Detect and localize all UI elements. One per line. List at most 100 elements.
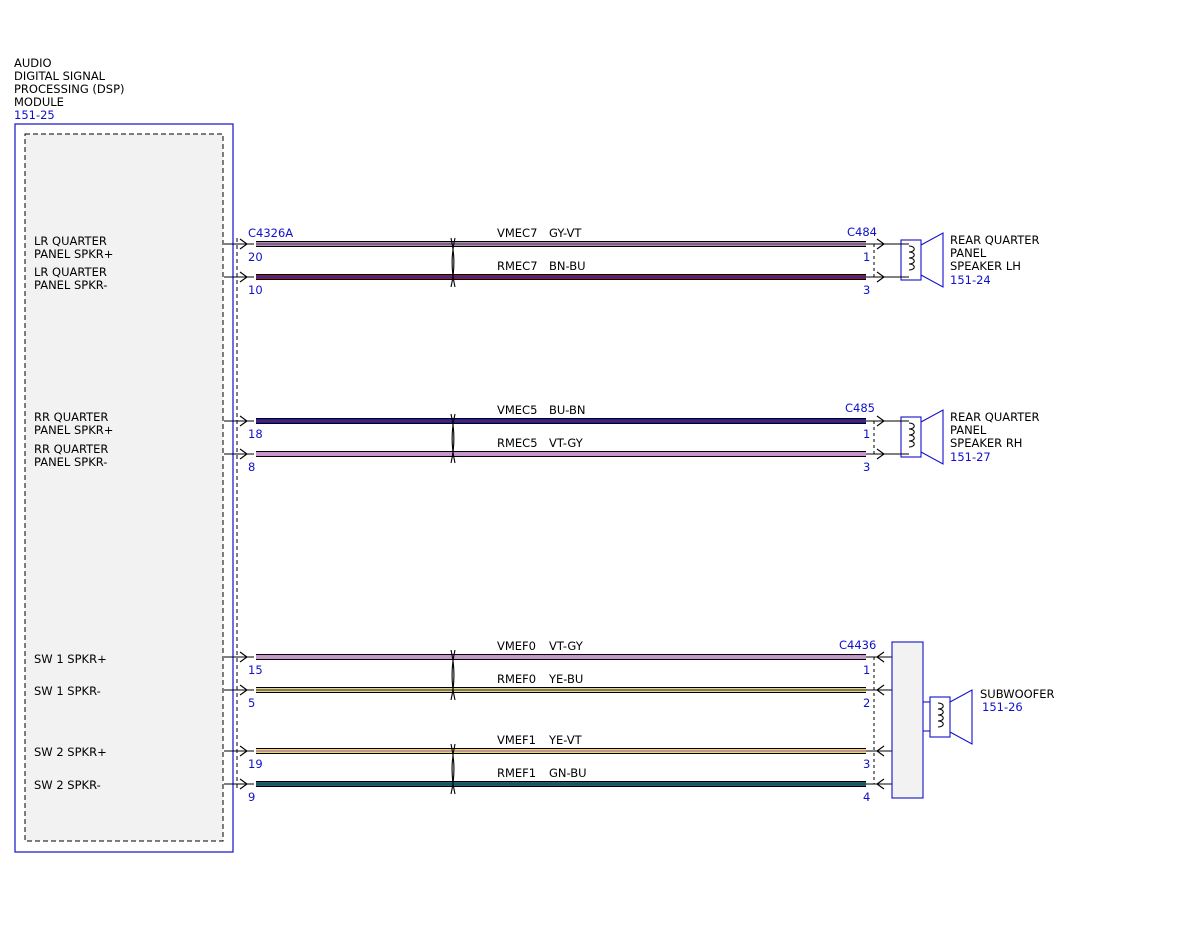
module-title: AUDIO DIGITAL SIGNAL PROCESSING (DSP) MO… (14, 56, 125, 122)
speaker-lh-name-3: SPEAKER LH (950, 259, 1021, 273)
wire-rmef1: RMEF1 GN-BU 9 4 (224, 766, 892, 804)
module-ref: 151-25 (14, 108, 55, 122)
wire-circuit-label: RMEC7 (497, 259, 538, 273)
wire-color-code: BU-BN (549, 403, 586, 417)
wire-circuit-label: RMEC5 (497, 436, 538, 450)
subwoofer-coil-icon (937, 702, 944, 728)
wire-circuit-label: VMEF1 (497, 733, 536, 747)
connector-arrow-left-icon (239, 651, 248, 663)
wire-left-pin: 10 (248, 283, 263, 297)
pin-label-0-line-2: PANEL SPKR+ (34, 247, 113, 261)
wire-stripe-color (256, 689, 866, 691)
speaker-rh-name-3: SPEAKER RH (950, 436, 1022, 450)
connector-arrow-right-icon (876, 651, 885, 663)
wire-right-pin: 1 (863, 663, 870, 677)
connector-arrow-right-icon (876, 238, 885, 250)
c485-label: C485 (845, 401, 875, 415)
wire-stripe-color (256, 420, 866, 422)
speaker-rh-body (900, 416, 922, 458)
twist-marker-2b (451, 413, 456, 464)
connector-arrow-right-icon (876, 745, 885, 757)
wire-right-pin: 3 (863, 757, 870, 771)
wire-right-pin: 3 (863, 283, 870, 297)
wire-right-pin: 1 (863, 250, 870, 264)
wire-circuit-label: VMEC7 (497, 226, 537, 240)
speaker-lh (887, 232, 944, 288)
wire-left-pin: 15 (248, 663, 263, 677)
twist-marker-4 (450, 743, 455, 795)
module-title-line-2: DIGITAL SIGNAL (14, 69, 106, 83)
connector-arrow-right-icon (876, 271, 885, 283)
wire-left-pin: 8 (248, 460, 255, 474)
wire-circuit-label: RMEF0 (497, 672, 536, 686)
wire-rmec7: RMEC7 BN-BU 10 3 (224, 259, 887, 297)
twisted-pair-markers (450, 237, 456, 795)
wire-vmec7: VMEC7 GY-VT 20 1 (224, 226, 887, 264)
subwoofer-body (929, 696, 951, 738)
wire-left-pin: 20 (248, 250, 263, 264)
c484-label: C484 (847, 225, 877, 239)
wire-vmef0: VMEF0 VT-GY 15 1 (224, 639, 892, 677)
wire-color-code: YE-VT (548, 733, 583, 747)
wire-right-pin: 3 (863, 460, 870, 474)
speaker-lh-name-2: PANEL (950, 246, 987, 260)
wire-color-code: BN-BU (549, 259, 586, 273)
subwoofer-cone (949, 689, 973, 745)
speaker-lh-ref: 151-24 (950, 273, 991, 287)
connector-arrow-left-icon (239, 778, 248, 790)
wire-stripe-color (256, 783, 866, 785)
pin-label-1-line-1: LR QUARTER (34, 265, 107, 279)
twist-marker-1b (451, 237, 456, 288)
module-title-line-1: AUDIO (14, 56, 52, 70)
pin-label-3-line-1: RR QUARTER (34, 442, 108, 456)
wire-rmef0: RMEF0 YE-BU 5 2 (224, 672, 892, 710)
connector-arrow-left-icon (239, 684, 248, 696)
pin-label-2-line-2: PANEL SPKR+ (34, 423, 113, 437)
speaker-lh-cone (920, 232, 944, 288)
speaker-rh-coil-icon (908, 422, 915, 448)
pin-labels: LR QUARTER PANEL SPKR+ LR QUARTER PANEL … (34, 234, 113, 792)
wire-color-code: VT-GY (549, 639, 584, 653)
pin-label-4: SW 1 SPKR+ (34, 652, 107, 666)
connector-arrow-left-icon (239, 415, 248, 427)
pin-label-0-line-1: LR QUARTER (34, 234, 107, 248)
wire-right-pin: 4 (863, 790, 870, 804)
connector-arrow-left-icon (239, 745, 248, 757)
speaker-rh-cone (920, 409, 944, 465)
wire-color-code: YE-BU (548, 672, 583, 686)
speaker-lh-coil-icon (908, 245, 915, 271)
wire-stripe-color (256, 656, 866, 658)
wire-stripe-color (256, 243, 866, 245)
pin-label-6: SW 2 SPKR+ (34, 745, 107, 759)
twist-marker-3b (451, 649, 456, 701)
connector-arrow-right-icon (876, 684, 885, 696)
wire-left-pin: 5 (248, 696, 255, 710)
wire-stripe-color (256, 750, 866, 752)
connector-arrow-right-icon (876, 415, 885, 427)
wire-color-code: VT-GY (549, 436, 584, 450)
subwoofer-name: SUBWOOFER (980, 687, 1055, 701)
wire-circuit-label: RMEF1 (497, 766, 536, 780)
speaker-rh-name-1: REAR QUARTER (950, 410, 1040, 424)
wire-right-pin: 2 (863, 696, 870, 710)
wire-stripe-color (256, 453, 866, 455)
connector-arrow-left-icon (239, 238, 248, 250)
twist-marker-1 (450, 237, 455, 288)
wire-right-pin: 1 (863, 427, 870, 441)
wire-rmec5: RMEC5 VT-GY 8 3 (224, 436, 887, 474)
pin-label-2-line-1: RR QUARTER (34, 410, 108, 424)
c4436-label: C4436 (839, 638, 876, 652)
wire-circuit-label: VMEF0 (497, 639, 536, 653)
pin-label-5: SW 1 SPKR- (34, 684, 101, 698)
module-connector-label: C4326A (248, 226, 293, 240)
module-title-line-4: MODULE (14, 95, 64, 109)
wire-left-pin: 9 (248, 790, 255, 804)
wire-color-code: GN-BU (549, 766, 587, 780)
dsp-module-inner (24, 133, 224, 842)
wire-color-code: GY-VT (549, 226, 582, 240)
module-title-line-3: PROCESSING (DSP) (14, 82, 125, 96)
twist-marker-4b (451, 743, 456, 795)
subwoofer-ref: 151-26 (982, 700, 1023, 714)
